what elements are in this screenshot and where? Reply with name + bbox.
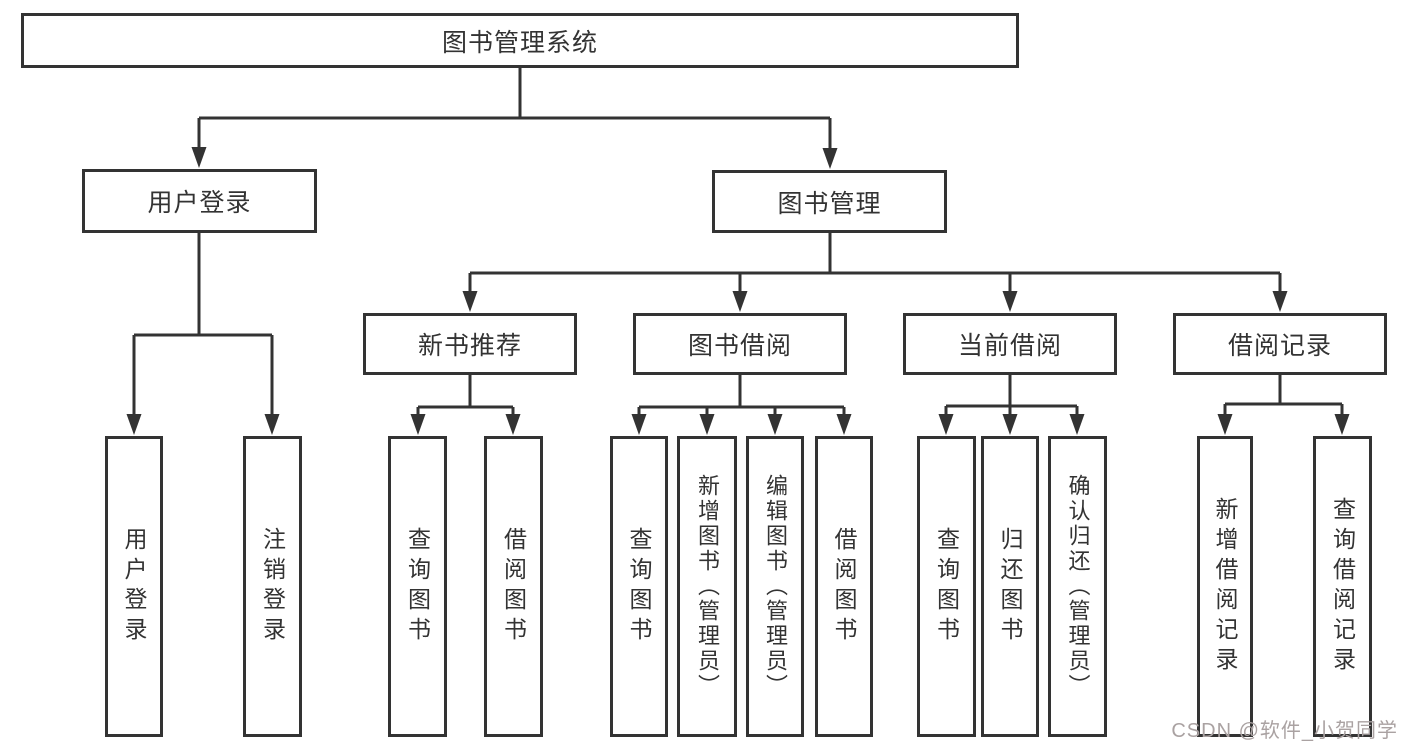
root-node-library-management-system: 图书管理系统 <box>21 13 1019 68</box>
leaf-query-books-recommend-label: 查询图书 <box>404 526 431 647</box>
leaf-edit-books-admin-label: 编辑图书（管理员） <box>763 474 788 699</box>
leaf-query-books-borrow-label: 查询图书 <box>626 526 652 647</box>
leaf-edit-books-admin: 编辑图书（管理员） <box>746 436 804 737</box>
leaf-confirm-return-admin: 确认归还（管理员） <box>1048 436 1107 737</box>
leaf-add-books-admin-label: 新增图书（管理员） <box>695 474 720 699</box>
node-new-book-recommend: 新书推荐 <box>363 313 577 375</box>
leaf-user-login-label: 用户登录 <box>121 526 147 647</box>
leaf-query-books-current: 查询图书 <box>917 436 976 737</box>
leaf-borrow-books-label: 借阅图书 <box>831 526 857 647</box>
leaf-query-books-current-label: 查询图书 <box>933 526 960 647</box>
leaf-query-books-recommend: 查询图书 <box>388 436 447 737</box>
node-book-borrow: 图书借阅 <box>633 313 847 375</box>
leaf-confirm-return-admin-label: 确认归还（管理员） <box>1065 474 1091 699</box>
leaf-return-books-label: 归还图书 <box>997 526 1023 647</box>
leaf-query-borrow-record: 查询借阅记录 <box>1313 436 1372 737</box>
node-current-borrow: 当前借阅 <box>903 313 1117 375</box>
leaf-logout-label: 注销登录 <box>259 526 286 647</box>
leaf-borrow-books-recommend-label: 借阅图书 <box>500 526 527 647</box>
csdn-watermark: CSDN @软件_小贺同学 <box>1171 720 1398 742</box>
leaf-user-login: 用户登录 <box>105 436 163 737</box>
leaf-add-borrow-record-label: 新增借阅记录 <box>1212 496 1238 677</box>
leaf-borrow-books-recommend: 借阅图书 <box>484 436 543 737</box>
leaf-query-borrow-record-label: 查询借阅记录 <box>1329 496 1356 677</box>
node-book-management: 图书管理 <box>712 170 947 233</box>
leaf-query-books-borrow: 查询图书 <box>610 436 668 737</box>
leaf-borrow-books: 借阅图书 <box>815 436 873 737</box>
arrowheads <box>126 147 1350 435</box>
node-borrow-records: 借阅记录 <box>1173 313 1387 375</box>
leaf-add-borrow-record: 新增借阅记录 <box>1197 436 1253 737</box>
leaf-return-books: 归还图书 <box>981 436 1039 737</box>
node-user-login: 用户登录 <box>82 169 317 233</box>
leaf-logout: 注销登录 <box>243 436 302 737</box>
leaf-add-books-admin: 新增图书（管理员） <box>677 436 737 737</box>
